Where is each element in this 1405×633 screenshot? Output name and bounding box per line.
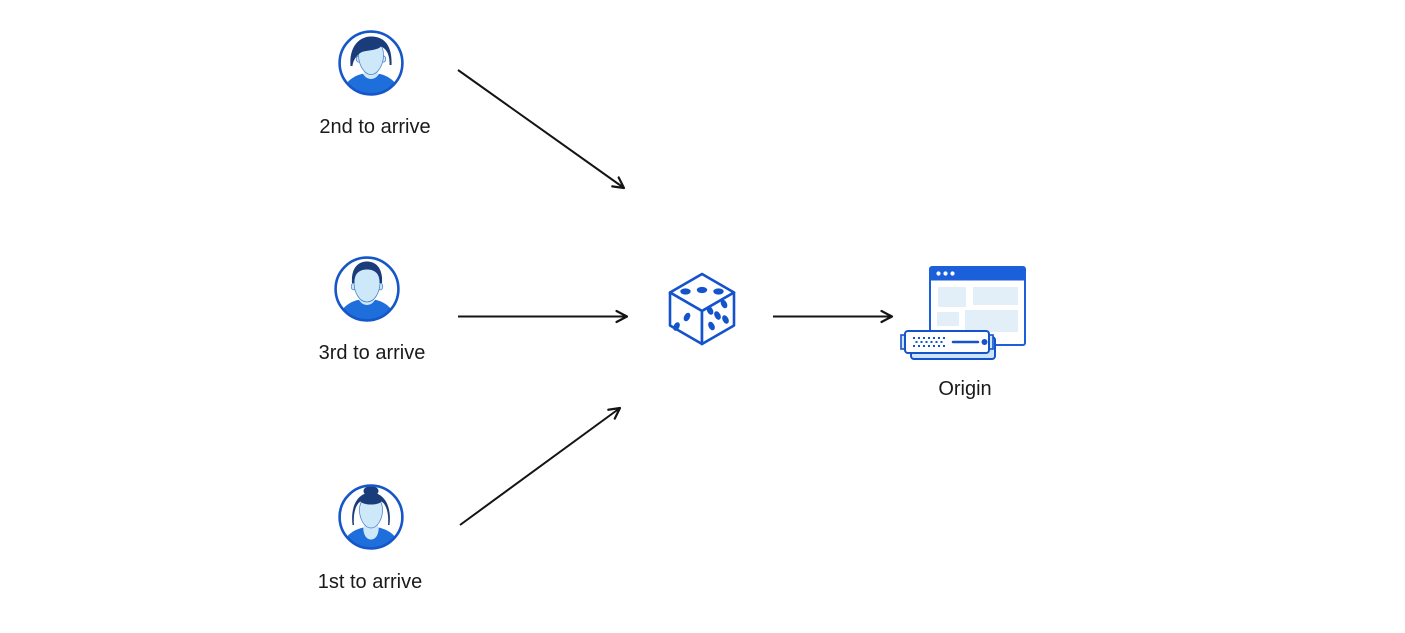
client3-label: 3rd to arrive bbox=[318, 342, 426, 364]
origin-server-browser-icon bbox=[900, 266, 1026, 360]
dice-pips bbox=[673, 286, 729, 331]
user-avatar-man-short-hair-icon bbox=[334, 256, 400, 322]
browser-dot bbox=[936, 271, 941, 276]
user-avatar-woman-bun-icon bbox=[338, 484, 404, 550]
browser-content-blocks bbox=[937, 287, 1018, 332]
arrow-client1-to-dice bbox=[459, 406, 622, 526]
origin-label: Origin bbox=[938, 378, 992, 400]
browser-dot bbox=[950, 271, 955, 276]
server-status-dot bbox=[981, 339, 988, 345]
arrow-client2-to-dice bbox=[457, 69, 626, 190]
server-unit bbox=[900, 330, 996, 360]
browser-dot bbox=[943, 271, 948, 276]
browser-window bbox=[929, 266, 1026, 346]
server-vents bbox=[913, 337, 945, 347]
dice-icon bbox=[668, 272, 736, 346]
user-avatar-man-swept-hair-icon bbox=[338, 30, 404, 96]
client2-label: 2nd to arrive bbox=[319, 116, 431, 138]
client1-label: 1st to arrive bbox=[317, 571, 423, 593]
